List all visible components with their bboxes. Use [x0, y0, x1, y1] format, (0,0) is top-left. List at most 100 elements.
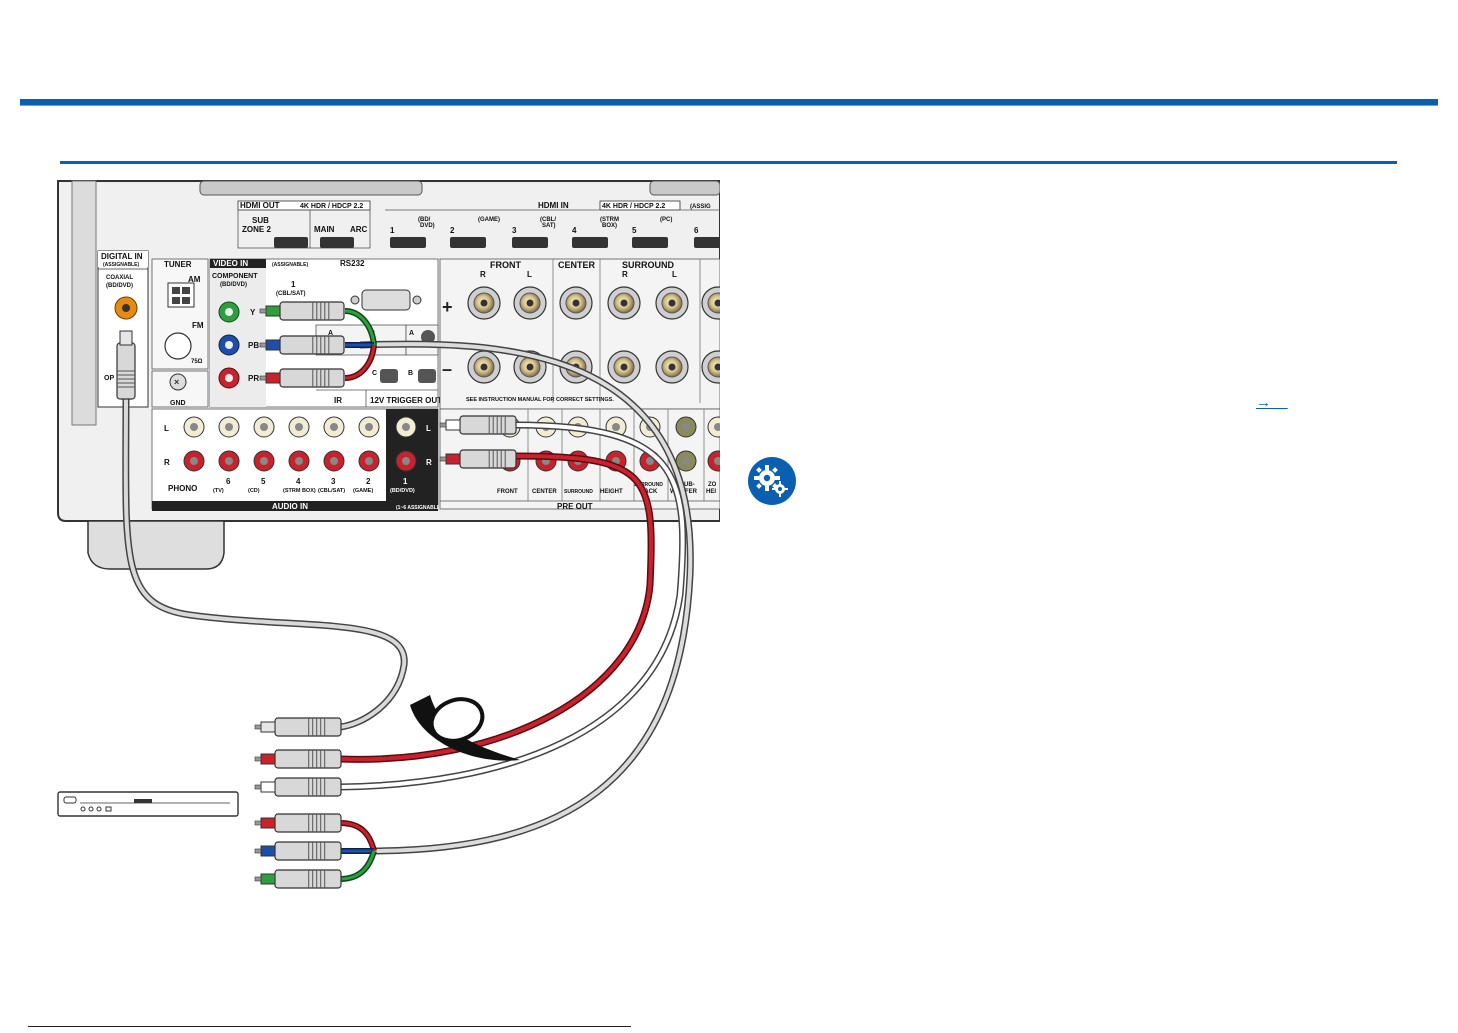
plug-audio-l-device-body	[274, 777, 342, 797]
pre-out-surround: SURROUND	[564, 489, 593, 495]
pre-out-height: HEIGHT	[600, 489, 623, 495]
audio-in-port-2-sub: (GAME)	[353, 488, 373, 494]
hdmi-in-port-1-sub1: (BD/	[418, 217, 431, 223]
hdmi-out-zone2: ZONE 2	[242, 225, 271, 234]
page-reference-link[interactable]: →	[1256, 394, 1288, 411]
speaker-front-r: R	[480, 270, 486, 279]
speaker-surround-r: R	[622, 270, 628, 279]
speaker-center-title: CENTER	[558, 260, 596, 270]
audio-in-jack-r-center	[190, 457, 198, 465]
audio-in-jack-l-center	[225, 423, 233, 431]
gnd-label: GND	[170, 400, 186, 407]
plug-audio-r-device-tip	[260, 753, 276, 765]
plug-audio-r-device	[254, 749, 342, 769]
hdmi-out-main: MAIN	[314, 225, 335, 234]
plug-video-pr-device-pin	[254, 820, 262, 826]
video-y-label: Y	[250, 308, 256, 317]
plug-video-pb-pin	[259, 342, 267, 348]
trigger-a: A	[409, 330, 414, 337]
speaker-note: SEE INSTRUCTION MANUAL FOR CORRECT SETTI…	[466, 397, 614, 403]
speaker-front-title: FRONT	[490, 260, 521, 270]
hdmi-out-sub: SUB	[252, 216, 269, 225]
hdmi-out-spec: 4K HDR / HDCP 2.2	[300, 203, 363, 210]
audio-in-jack-r-center	[365, 457, 373, 465]
plug-coax-receiver-tip	[119, 330, 133, 346]
pre-out-zone-1: ZO	[708, 482, 717, 488]
plug-video-y-device	[254, 869, 342, 889]
speaker-terminal-hole	[668, 299, 676, 307]
pre-out-center: CENTER	[532, 489, 557, 495]
settings-gear-icon	[747, 456, 797, 506]
speaker-terminal-hole	[714, 299, 720, 307]
plug-video-pb-body	[279, 335, 345, 355]
audio-in-port-1-sub: (BD/DVD)	[390, 488, 415, 494]
plug-audio-l	[439, 415, 517, 435]
coaxial-sub-label: (BD/DVD)	[106, 283, 133, 289]
plug-video-pb-device-pin	[254, 848, 262, 854]
audio-in-port-4-sub: (STRM BOX)	[283, 488, 316, 494]
audio-in-port-4-num: 4	[296, 477, 301, 486]
audio-in-title: AUDIO IN	[272, 502, 308, 511]
pre-out-sub-1: SUB-	[680, 482, 695, 488]
audio-in-port-3-num: 3	[331, 477, 336, 486]
hdmi-in-port-5-num: 5	[632, 226, 637, 235]
audio-in-jack-l-center	[365, 423, 373, 431]
plug-audio-r-pin	[439, 456, 447, 462]
trigger-c: C	[372, 370, 377, 377]
trigger-title: 12V TRIGGER OUT	[370, 396, 442, 405]
header-rule	[20, 99, 1438, 106]
plug-video-y-device-body	[274, 869, 342, 889]
plug-audio-l-device	[254, 777, 342, 797]
plug-video-y-pin	[259, 308, 267, 314]
hdmi-in-port-2-num: 2	[450, 226, 455, 235]
plug-audio-r-device-body	[274, 749, 342, 769]
speaker-terminal-hole	[480, 363, 488, 371]
audio-in-l: L	[164, 424, 169, 433]
pre-out-jack-center	[714, 423, 720, 431]
speaker-terminal-hole	[526, 363, 534, 371]
plug-audio-l-pin	[439, 422, 447, 428]
plug-video-pb-device-tip	[260, 845, 276, 857]
component-sub-label: (BD/DVD)	[220, 282, 247, 288]
hdmi-in-port-3-num: 3	[512, 226, 517, 235]
hdmi-in-port-6-num: 6	[694, 226, 699, 235]
audio-in-port-3-sub: (CBL/SAT)	[318, 488, 345, 494]
pre-out-jack-center	[714, 457, 720, 465]
plug-video-pb	[259, 335, 345, 355]
plug-coax-device-body	[274, 717, 342, 737]
plug-audio-l-tip	[445, 419, 461, 431]
digital-in-assign: (ASSIGNABLE)	[103, 262, 139, 268]
hdmi-in-assign: (ASSIG	[690, 204, 711, 210]
speaker-plus: +	[442, 297, 453, 317]
hdmi-in-port-4-sub1: (STRM	[600, 217, 619, 223]
plug-audio-r-tip	[445, 453, 461, 465]
coaxial-label: COAXIAL	[106, 275, 133, 281]
hdmi-in-port-5	[632, 237, 668, 248]
video-input1-num: 1	[291, 280, 296, 289]
audio-in-jack-l-center	[260, 423, 268, 431]
tuner-fm: FM	[192, 321, 204, 330]
plug-video-pb-device-body	[274, 841, 342, 861]
tuner-ohm: 75Ω	[191, 359, 203, 365]
audio-in-port-5-sub: (CD)	[248, 488, 260, 494]
pre-out-jack-center	[612, 423, 620, 431]
tuner-title: TUNER	[164, 260, 192, 269]
hdmi-in-port-3-sub2: SAT)	[542, 223, 556, 229]
audio-in-jack-l-center	[190, 423, 198, 431]
audio-in-jack-r-center	[330, 457, 338, 465]
audio-in-r: R	[164, 458, 170, 467]
rs232-title: RS232	[340, 259, 365, 268]
video-input1-sub: (CBL/SAT)	[276, 291, 306, 297]
audio-in-port-5-num: 5	[261, 477, 266, 486]
hdmi-in-port-6	[694, 237, 720, 248]
plug-coax-device-tip	[260, 721, 276, 733]
video-pb-label: PB	[248, 341, 259, 350]
hdmi-in-port-2	[450, 237, 486, 248]
hdmi-in-port-1	[390, 237, 426, 248]
audio-in-jack-r-center	[260, 457, 268, 465]
digital-in-title: DIGITAL IN	[101, 252, 143, 261]
video-in-title: VIDEO IN	[213, 259, 248, 268]
ir-a: A	[328, 330, 333, 337]
plug-video-pr-device	[254, 813, 342, 833]
hdmi-in-spec: 4K HDR / HDCP 2.2	[602, 203, 665, 210]
